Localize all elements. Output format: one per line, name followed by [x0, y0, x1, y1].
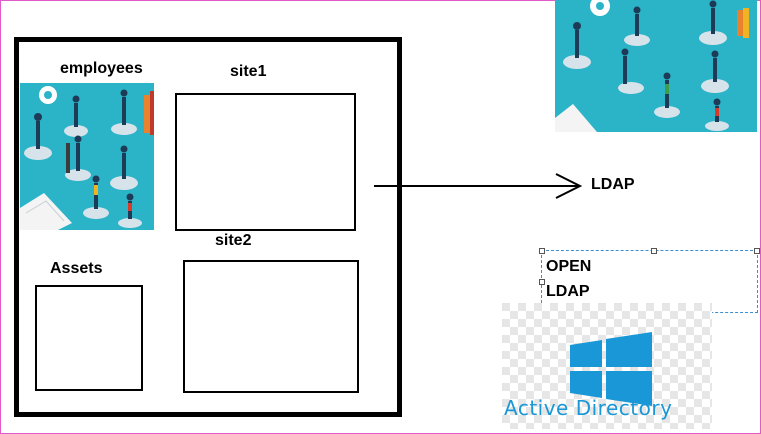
site2-box [183, 260, 359, 393]
network-illustration [555, 0, 757, 132]
windows-icon [570, 332, 652, 406]
employees-illustration [20, 83, 154, 230]
resize-handle-middle-left[interactable] [539, 279, 545, 285]
active-directory-text: Active Directory [504, 396, 673, 420]
connection-arrow [374, 173, 583, 199]
ldap-label: LDAP [591, 176, 635, 193]
organization-container [14, 37, 402, 417]
assets-label: Assets [50, 260, 103, 277]
open-ldap-line1: OPEN [546, 258, 592, 275]
assets-box [35, 285, 143, 391]
employees-label: employees [60, 60, 143, 77]
site1-label: site1 [230, 63, 267, 80]
site2-label: site2 [215, 232, 252, 249]
active-directory-logo [502, 303, 712, 429]
resize-handle-top-middle[interactable] [651, 248, 657, 254]
site1-box [175, 93, 356, 231]
resize-handle-top-left[interactable] [539, 248, 545, 254]
resize-handle-top-right[interactable] [754, 248, 760, 254]
open-ldap-textbox[interactable]: OPEN LDAP [541, 250, 758, 313]
open-ldap-line2: LDAP [546, 283, 590, 300]
